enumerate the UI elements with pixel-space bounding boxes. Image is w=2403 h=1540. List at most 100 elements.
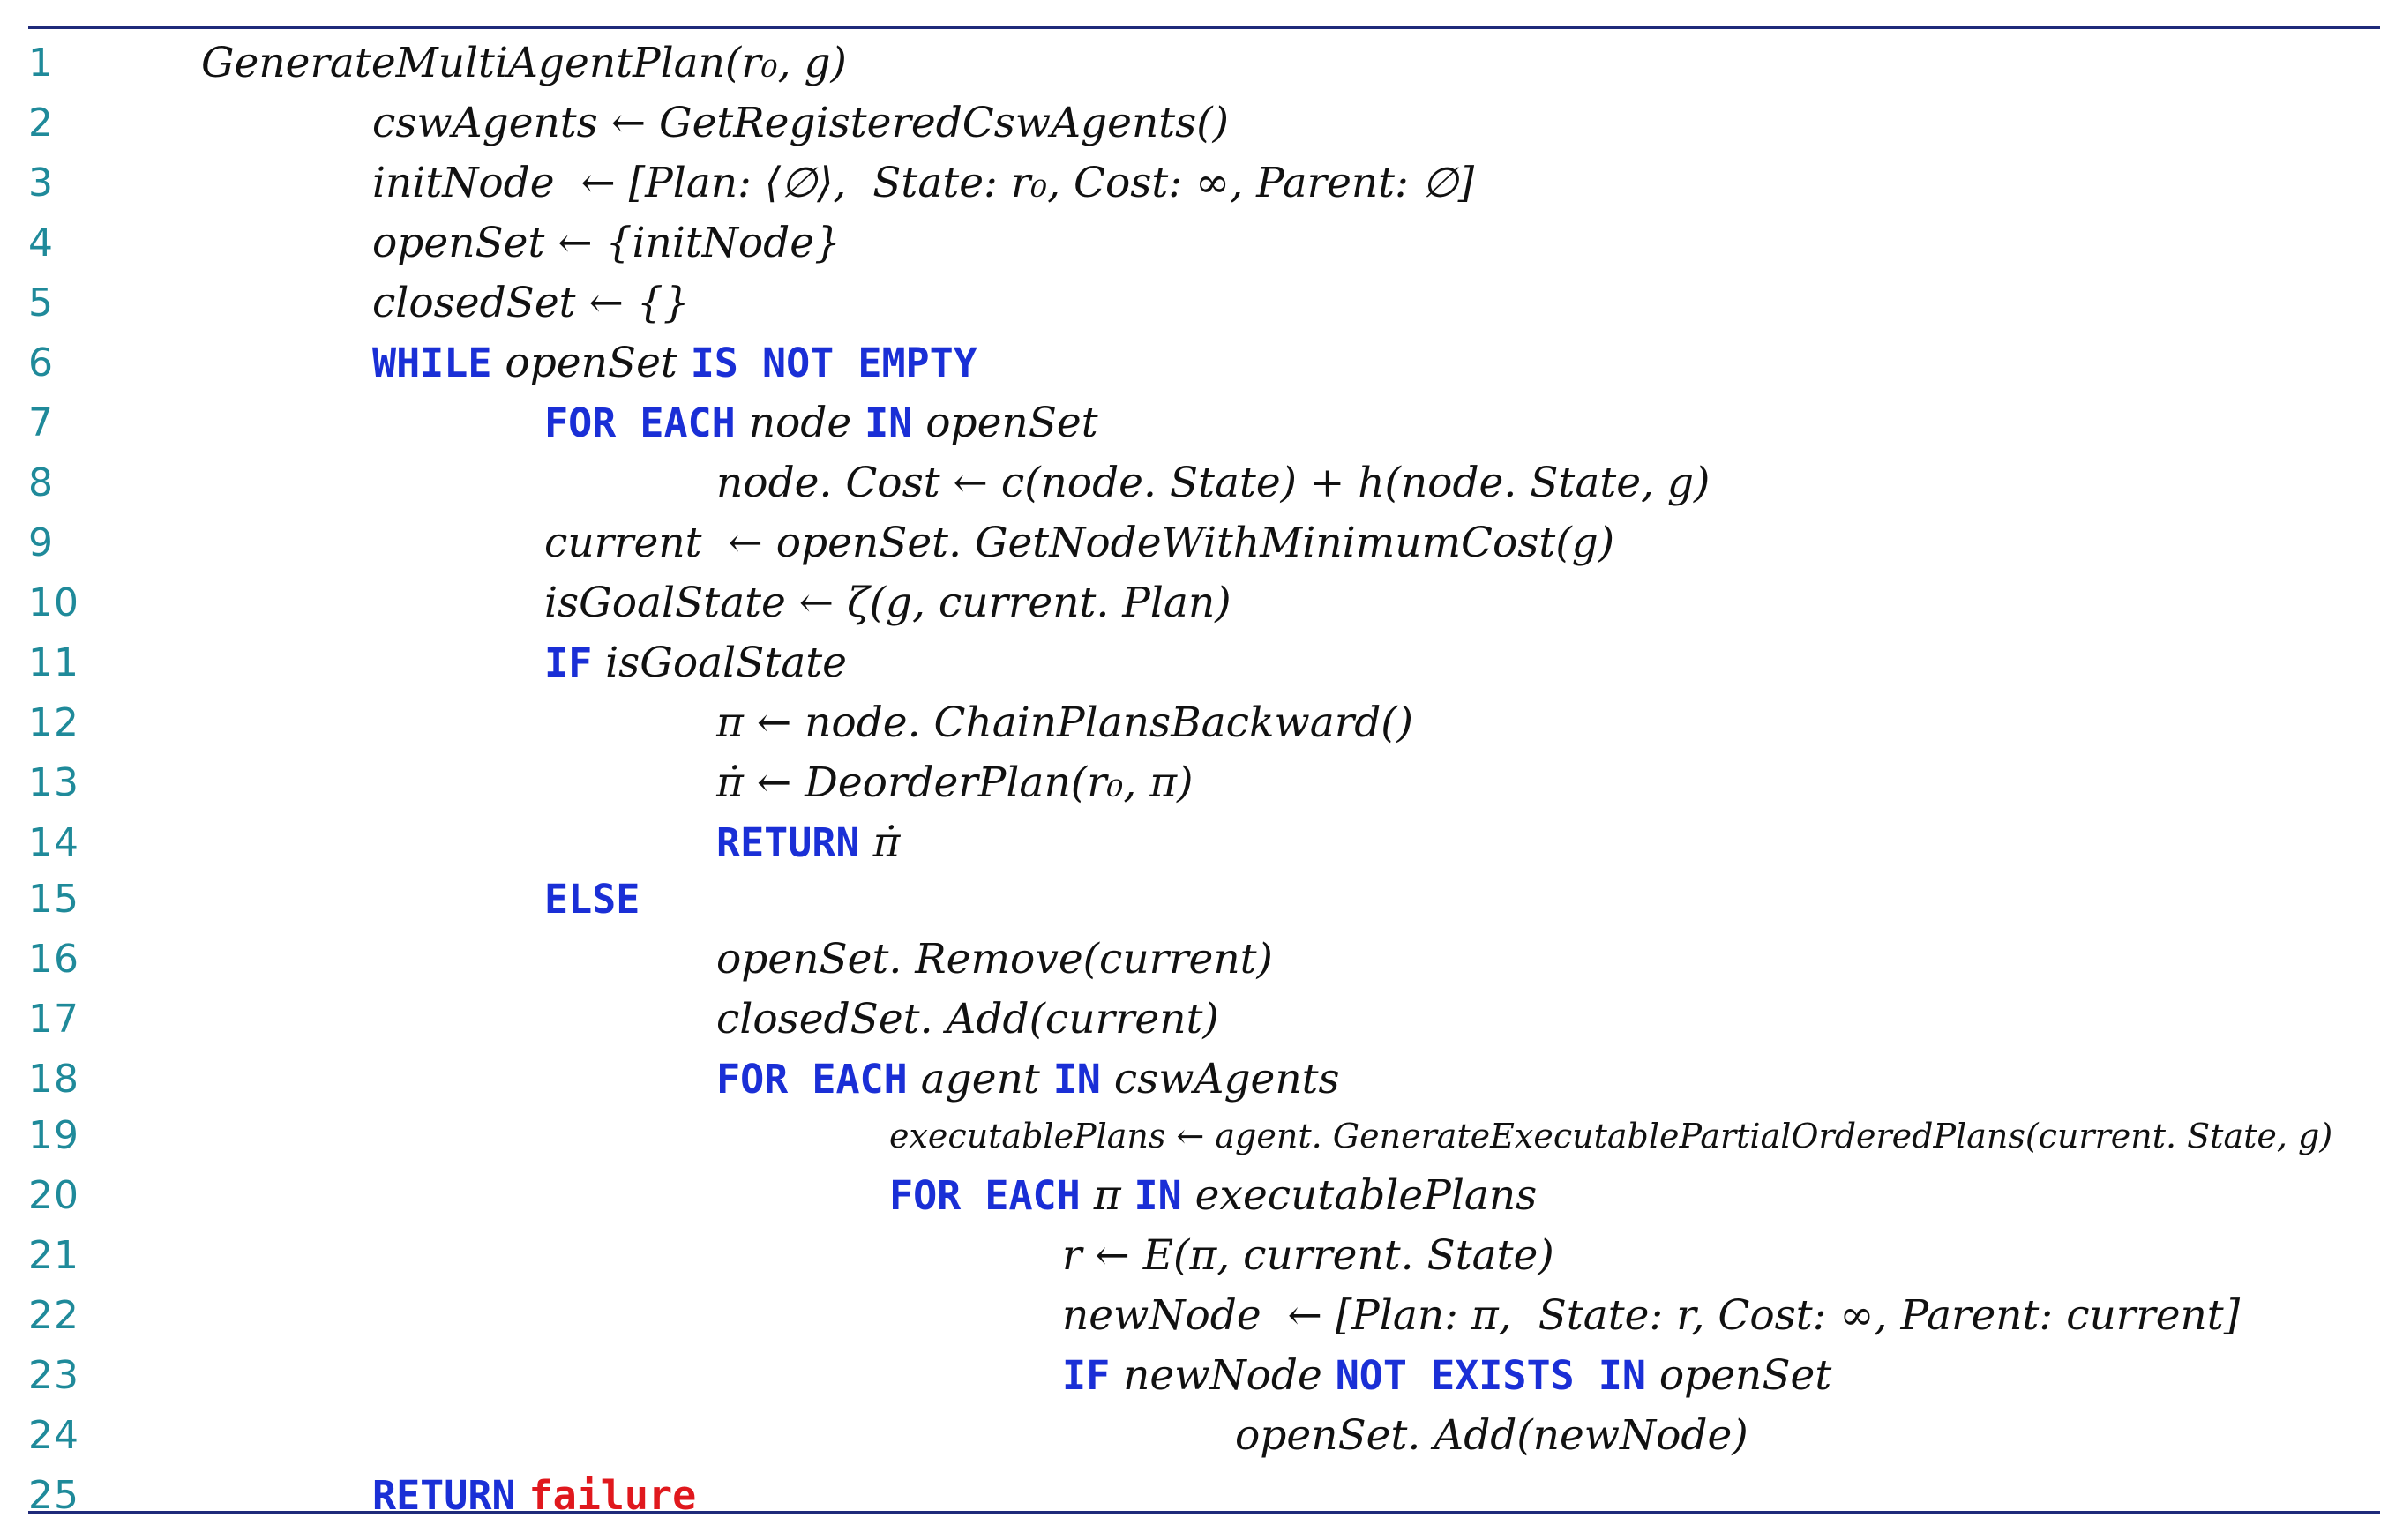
- code-text: cswAgents ← GetRegisteredCswAgents(): [372, 93, 1229, 153]
- code-text: closedSet. Add(current): [716, 990, 1219, 1050]
- algorithm-line: 21 r ← E(π, current. State): [0, 1226, 2403, 1286]
- algorithm-line: 5 closedSet ← {}: [0, 273, 2403, 333]
- algorithm-line: 10 isGoalState ← ζ(g, current. Plan): [0, 573, 2403, 633]
- algorithm-line: 19 executablePlans ← agent. GenerateExecu…: [0, 1106, 2403, 1166]
- code-fragment: newNode: [1110, 1351, 1336, 1400]
- code-text: π̇ ← DeorderPlan(r₀, π): [716, 753, 1193, 813]
- line-number: 21: [28, 1233, 79, 1278]
- code-fragment: r ← E(π, current. State): [1062, 1231, 1554, 1280]
- line-number: 1: [28, 41, 54, 86]
- code-text: IF newNode NOT EXISTS IN openSet: [1062, 1346, 1831, 1406]
- code-text: π ← node. ChainPlansBackward(): [716, 693, 1413, 753]
- code-text: newNode ← [Plan: π, State: r, Cost: ∞, P…: [1062, 1286, 2240, 1346]
- code-fragment: isGoalState ← ζ(g, current. Plan): [544, 579, 1231, 627]
- algorithm-line: 17 closedSet. Add(current): [0, 990, 2403, 1050]
- line-number: 17: [28, 997, 79, 1042]
- code-fragment: cswAgents: [1100, 1055, 1340, 1103]
- algorithm-line: 2 cswAgents ← GetRegisteredCswAgents(): [0, 93, 2403, 153]
- code-fragment: agent: [907, 1055, 1053, 1103]
- algorithm-line: 22 newNode ← [Plan: π, State: r, Cost: ∞,…: [0, 1286, 2403, 1346]
- line-number: 24: [28, 1413, 79, 1458]
- algorithm-line: 8 node. Cost ← c(node. State) + h(node. S…: [0, 453, 2403, 513]
- algorithm-line: 9 current ← openSet. GetNodeWithMinimumCo…: [0, 513, 2403, 573]
- code-fragment: openSet ← {initNode}: [372, 219, 841, 267]
- algorithm-line: 3 initNode ← [Plan: ⟨∅⟩, State: r₀, Cost:…: [0, 153, 2403, 213]
- line-number: 20: [28, 1173, 79, 1218]
- code-fragment: isGoalState: [592, 639, 847, 687]
- keyword: FOR EACH: [544, 400, 736, 446]
- top-rule: [28, 26, 2380, 29]
- code-text: FOR EACH agent IN cswAgents: [716, 1050, 1340, 1110]
- algorithm-line: 15 ELSE: [0, 870, 2403, 930]
- keyword: WHILE: [372, 340, 492, 386]
- algorithm-line: 11 IF isGoalState: [0, 633, 2403, 693]
- code-fragment: openSet. Add(newNode): [1235, 1411, 1748, 1460]
- code-fragment: π: [1080, 1171, 1134, 1220]
- line-number: 12: [28, 700, 79, 745]
- code-text: RETURN failure: [372, 1466, 696, 1526]
- code-fragment: π̇: [859, 819, 901, 867]
- line-number: 6: [28, 340, 54, 385]
- algorithm-line: 14 RETURN π̇: [0, 813, 2403, 873]
- algorithm-line: 4 openSet ← {initNode}: [0, 213, 2403, 273]
- code-text: current ← openSet. GetNodeWithMinimumCos…: [544, 513, 1614, 573]
- code-fragment: closedSet. Add(current): [716, 995, 1219, 1043]
- line-number: 8: [28, 460, 54, 505]
- code-text: GenerateMultiAgentPlan(r₀, g): [201, 34, 847, 93]
- code-fragment: executablePlans: [1181, 1171, 1538, 1220]
- code-text: initNode ← [Plan: ⟨∅⟩, State: r₀, Cost: …: [372, 153, 1474, 213]
- bottom-rule: [28, 1511, 2380, 1514]
- code-text: FOR EACH node IN openSet: [544, 393, 1098, 453]
- line-number: 11: [28, 640, 79, 685]
- keyword: IF: [1062, 1352, 1111, 1399]
- algorithm-line: 18 FOR EACH agent IN cswAgents: [0, 1050, 2403, 1110]
- keyword: RETURN: [716, 819, 860, 866]
- line-number: 5: [28, 280, 54, 325]
- keyword: IF: [544, 639, 593, 686]
- keyword: IN: [1134, 1172, 1182, 1219]
- code-fragment: openSet: [1645, 1351, 1832, 1400]
- code-fragment: openSet: [912, 399, 1098, 447]
- code-text: openSet. Add(newNode): [1235, 1406, 1748, 1466]
- code-text: FOR EACH π IN executablePlans: [889, 1166, 1537, 1226]
- line-number: 2: [28, 101, 54, 146]
- keyword: IN: [865, 400, 913, 446]
- keyword: FOR EACH: [716, 1056, 908, 1103]
- line-number: 10: [28, 580, 79, 625]
- line-number: 19: [28, 1113, 79, 1158]
- line-number: 15: [28, 877, 79, 922]
- code-text: executablePlans ← agent. GenerateExecuta…: [889, 1106, 2332, 1166]
- code-fragment: openSet. Remove(current): [716, 935, 1273, 983]
- keyword: NOT EXISTS IN: [1335, 1352, 1646, 1399]
- line-number: 4: [28, 221, 54, 265]
- line-number: 9: [28, 520, 54, 565]
- code-text: ELSE: [544, 870, 640, 930]
- keyword: ELSE: [544, 876, 640, 923]
- code-fragment: GenerateMultiAgentPlan(r₀, g): [201, 39, 847, 87]
- line-number: 3: [28, 161, 54, 206]
- code-fragment: current ← openSet. GetNodeWithMinimumCos…: [544, 519, 1615, 567]
- algorithm-line: 24 openSet. Add(newNode): [0, 1406, 2403, 1466]
- algorithm-line: 23 IF newNode NOT EXISTS IN openSet: [0, 1346, 2403, 1406]
- algorithm-line: 16 openSet. Remove(current): [0, 930, 2403, 990]
- code-text: closedSet ← {}: [372, 273, 690, 333]
- code-text: IF isGoalState: [544, 633, 847, 693]
- line-number: 14: [28, 820, 79, 865]
- line-number: 16: [28, 937, 79, 982]
- code-fragment: node: [735, 399, 865, 447]
- line-number: 18: [28, 1057, 79, 1102]
- line-number: 7: [28, 400, 54, 445]
- code-fragment: initNode ← [Plan: ⟨∅⟩, State: r₀, Cost: …: [372, 159, 1475, 207]
- algorithm-line: 12 π ← node. ChainPlansBackward(): [0, 693, 2403, 753]
- code-text: openSet ← {initNode}: [372, 213, 841, 273]
- code-fragment: openSet: [491, 339, 691, 387]
- line-number: 22: [28, 1293, 79, 1338]
- code-fragment: node. Cost ← c(node. State) + h(node. St…: [716, 459, 1711, 507]
- code-fragment: closedSet ← {}: [372, 279, 690, 327]
- line-number: 23: [28, 1353, 79, 1398]
- algorithm-line: 7 FOR EACH node IN openSet: [0, 393, 2403, 453]
